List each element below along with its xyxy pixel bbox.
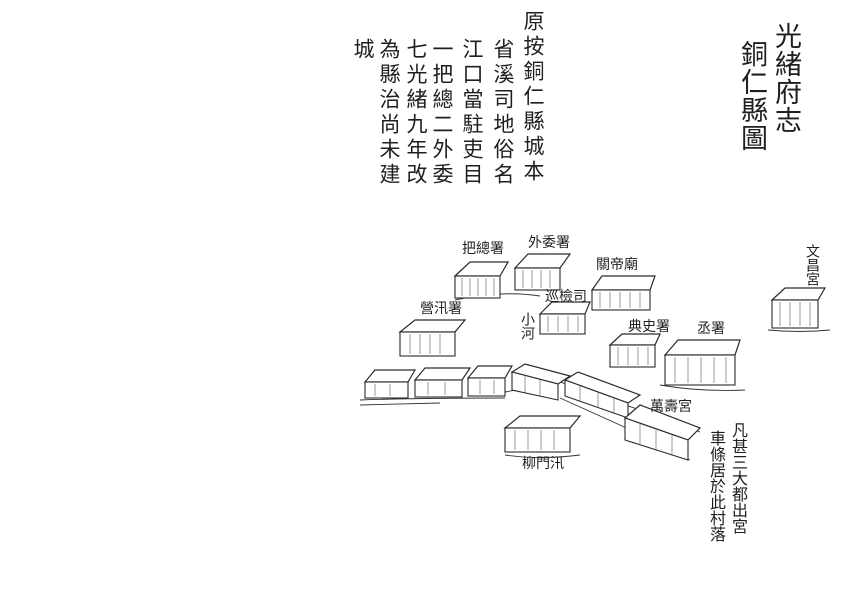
building-dianshi (608, 333, 661, 368)
label-wenchang: 文昌宮 (804, 244, 820, 286)
building-xueshi (398, 319, 467, 357)
label-bazong: 把總署 (462, 241, 504, 257)
label-liumen: 柳門汛 (522, 456, 564, 472)
building-wenchang (770, 287, 827, 329)
label-guandi: 關帝廟 (596, 257, 638, 273)
label-bottomnote-2: 車條居於此村落 (707, 430, 726, 542)
label-waiwei: 外委署 (528, 235, 570, 251)
building-guandi (590, 275, 656, 311)
note-column-6: 為縣治尚未建 (377, 38, 401, 188)
building-street-diagonal (510, 363, 642, 419)
label-xunjian: 巡檢司 (545, 289, 587, 305)
label-wanshou: 萬壽宮 (650, 399, 692, 415)
label-xueshi: 營汛署 (420, 301, 462, 317)
building-bazong (453, 261, 510, 299)
note-column-2: 省溪司地俗名 (491, 38, 515, 188)
note-column-4: 一把總二外委 (430, 38, 454, 188)
note-column-3: 江口當駐吏目 (460, 38, 484, 188)
building-liumen (503, 415, 582, 453)
note-column-7: 城 (351, 38, 375, 63)
building-waiwei (513, 253, 572, 291)
label-cheng: 丞署 (697, 321, 725, 337)
building-cheng (663, 339, 741, 386)
title-column-2: 銅仁縣圖 (736, 40, 767, 152)
label-xiaojiang: 小河 (519, 312, 535, 340)
building-wanshou (623, 404, 702, 461)
note-column-5: 七光緒九年改 (404, 38, 428, 188)
note-column-1: 原按銅仁縣城本 (521, 10, 545, 185)
building-row-left (363, 365, 514, 399)
building-xunjian (538, 301, 591, 335)
title-column-1: 光緒府志 (770, 22, 801, 134)
label-dianshi: 典史署 (628, 319, 670, 335)
label-bottomnote-1: 凡甚三大都出宮 (729, 422, 748, 534)
